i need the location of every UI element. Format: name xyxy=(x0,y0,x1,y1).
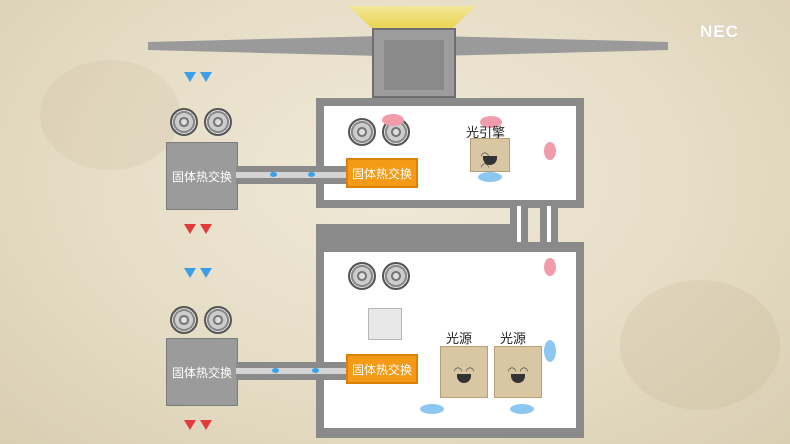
face-mouth-icon xyxy=(511,374,525,383)
coolant-dot xyxy=(312,368,319,373)
cool-air-arrow xyxy=(200,268,212,278)
paper-stain xyxy=(620,280,780,410)
light-source-label: 光源 xyxy=(446,332,473,347)
heat-wisp-icon xyxy=(480,116,502,128)
coolant-dot xyxy=(270,172,277,177)
hot-air-arrow xyxy=(200,224,212,234)
fan-icon xyxy=(204,108,232,136)
face-mouth-icon xyxy=(457,374,471,383)
nec-logo: NEC xyxy=(700,22,739,41)
solid-heat-exchanger-gray: 固体热交换 xyxy=(166,142,238,210)
solid-heat-exchanger-orange: 固体热交换 xyxy=(346,354,418,384)
solid-heat-exchanger-orange: 固体热交换 xyxy=(346,158,418,188)
cool-wisp-icon xyxy=(420,404,444,414)
coolant-pipe-core xyxy=(236,368,346,374)
fan-icon xyxy=(382,262,410,290)
fan-icon xyxy=(348,118,376,146)
optical-block xyxy=(368,308,402,340)
cool-air-arrow xyxy=(200,72,212,82)
fan-icon xyxy=(170,306,198,334)
cool-wisp-icon xyxy=(510,404,534,414)
light-engine-box: ◠ ◠ xyxy=(470,138,510,173)
coolant-dot xyxy=(308,172,315,177)
cool-air-arrow xyxy=(184,72,196,82)
heat-wisp-icon xyxy=(544,258,556,276)
solid-heat-exchanger-gray: 固体热交换 xyxy=(166,338,238,406)
face-eyes-icon: ◠ ◠ xyxy=(453,366,475,377)
connector-bar xyxy=(316,224,516,242)
face-eyes-icon: ◠ ◠ xyxy=(507,366,529,377)
hot-air-arrow xyxy=(184,420,196,430)
light-source-box: ◠ ◠ xyxy=(440,346,488,398)
coolant-dot xyxy=(272,368,279,373)
coolant-pipe-core xyxy=(236,172,346,178)
heat-wisp-icon xyxy=(544,142,556,160)
light-engine-label: 光引擎 xyxy=(466,126,506,141)
light-source-label: 光源 xyxy=(500,332,527,347)
fan-icon xyxy=(170,108,198,136)
hot-air-arrow xyxy=(200,420,212,430)
hot-air-arrow xyxy=(184,224,196,234)
paper-stain xyxy=(40,60,180,170)
light-hopper xyxy=(348,6,476,30)
cool-wisp-icon xyxy=(544,340,556,362)
projector-mount-inner xyxy=(384,40,444,90)
light-source-box: ◠ ◠ xyxy=(494,346,542,398)
face-mouth-icon xyxy=(483,156,497,166)
connector-duct-core xyxy=(517,206,521,258)
fan-icon xyxy=(204,306,232,334)
fan-icon xyxy=(348,262,376,290)
connector-duct-core xyxy=(547,206,551,258)
cool-wisp-icon xyxy=(478,172,502,182)
cool-air-arrow xyxy=(184,268,196,278)
heat-wisp-icon xyxy=(382,114,404,126)
